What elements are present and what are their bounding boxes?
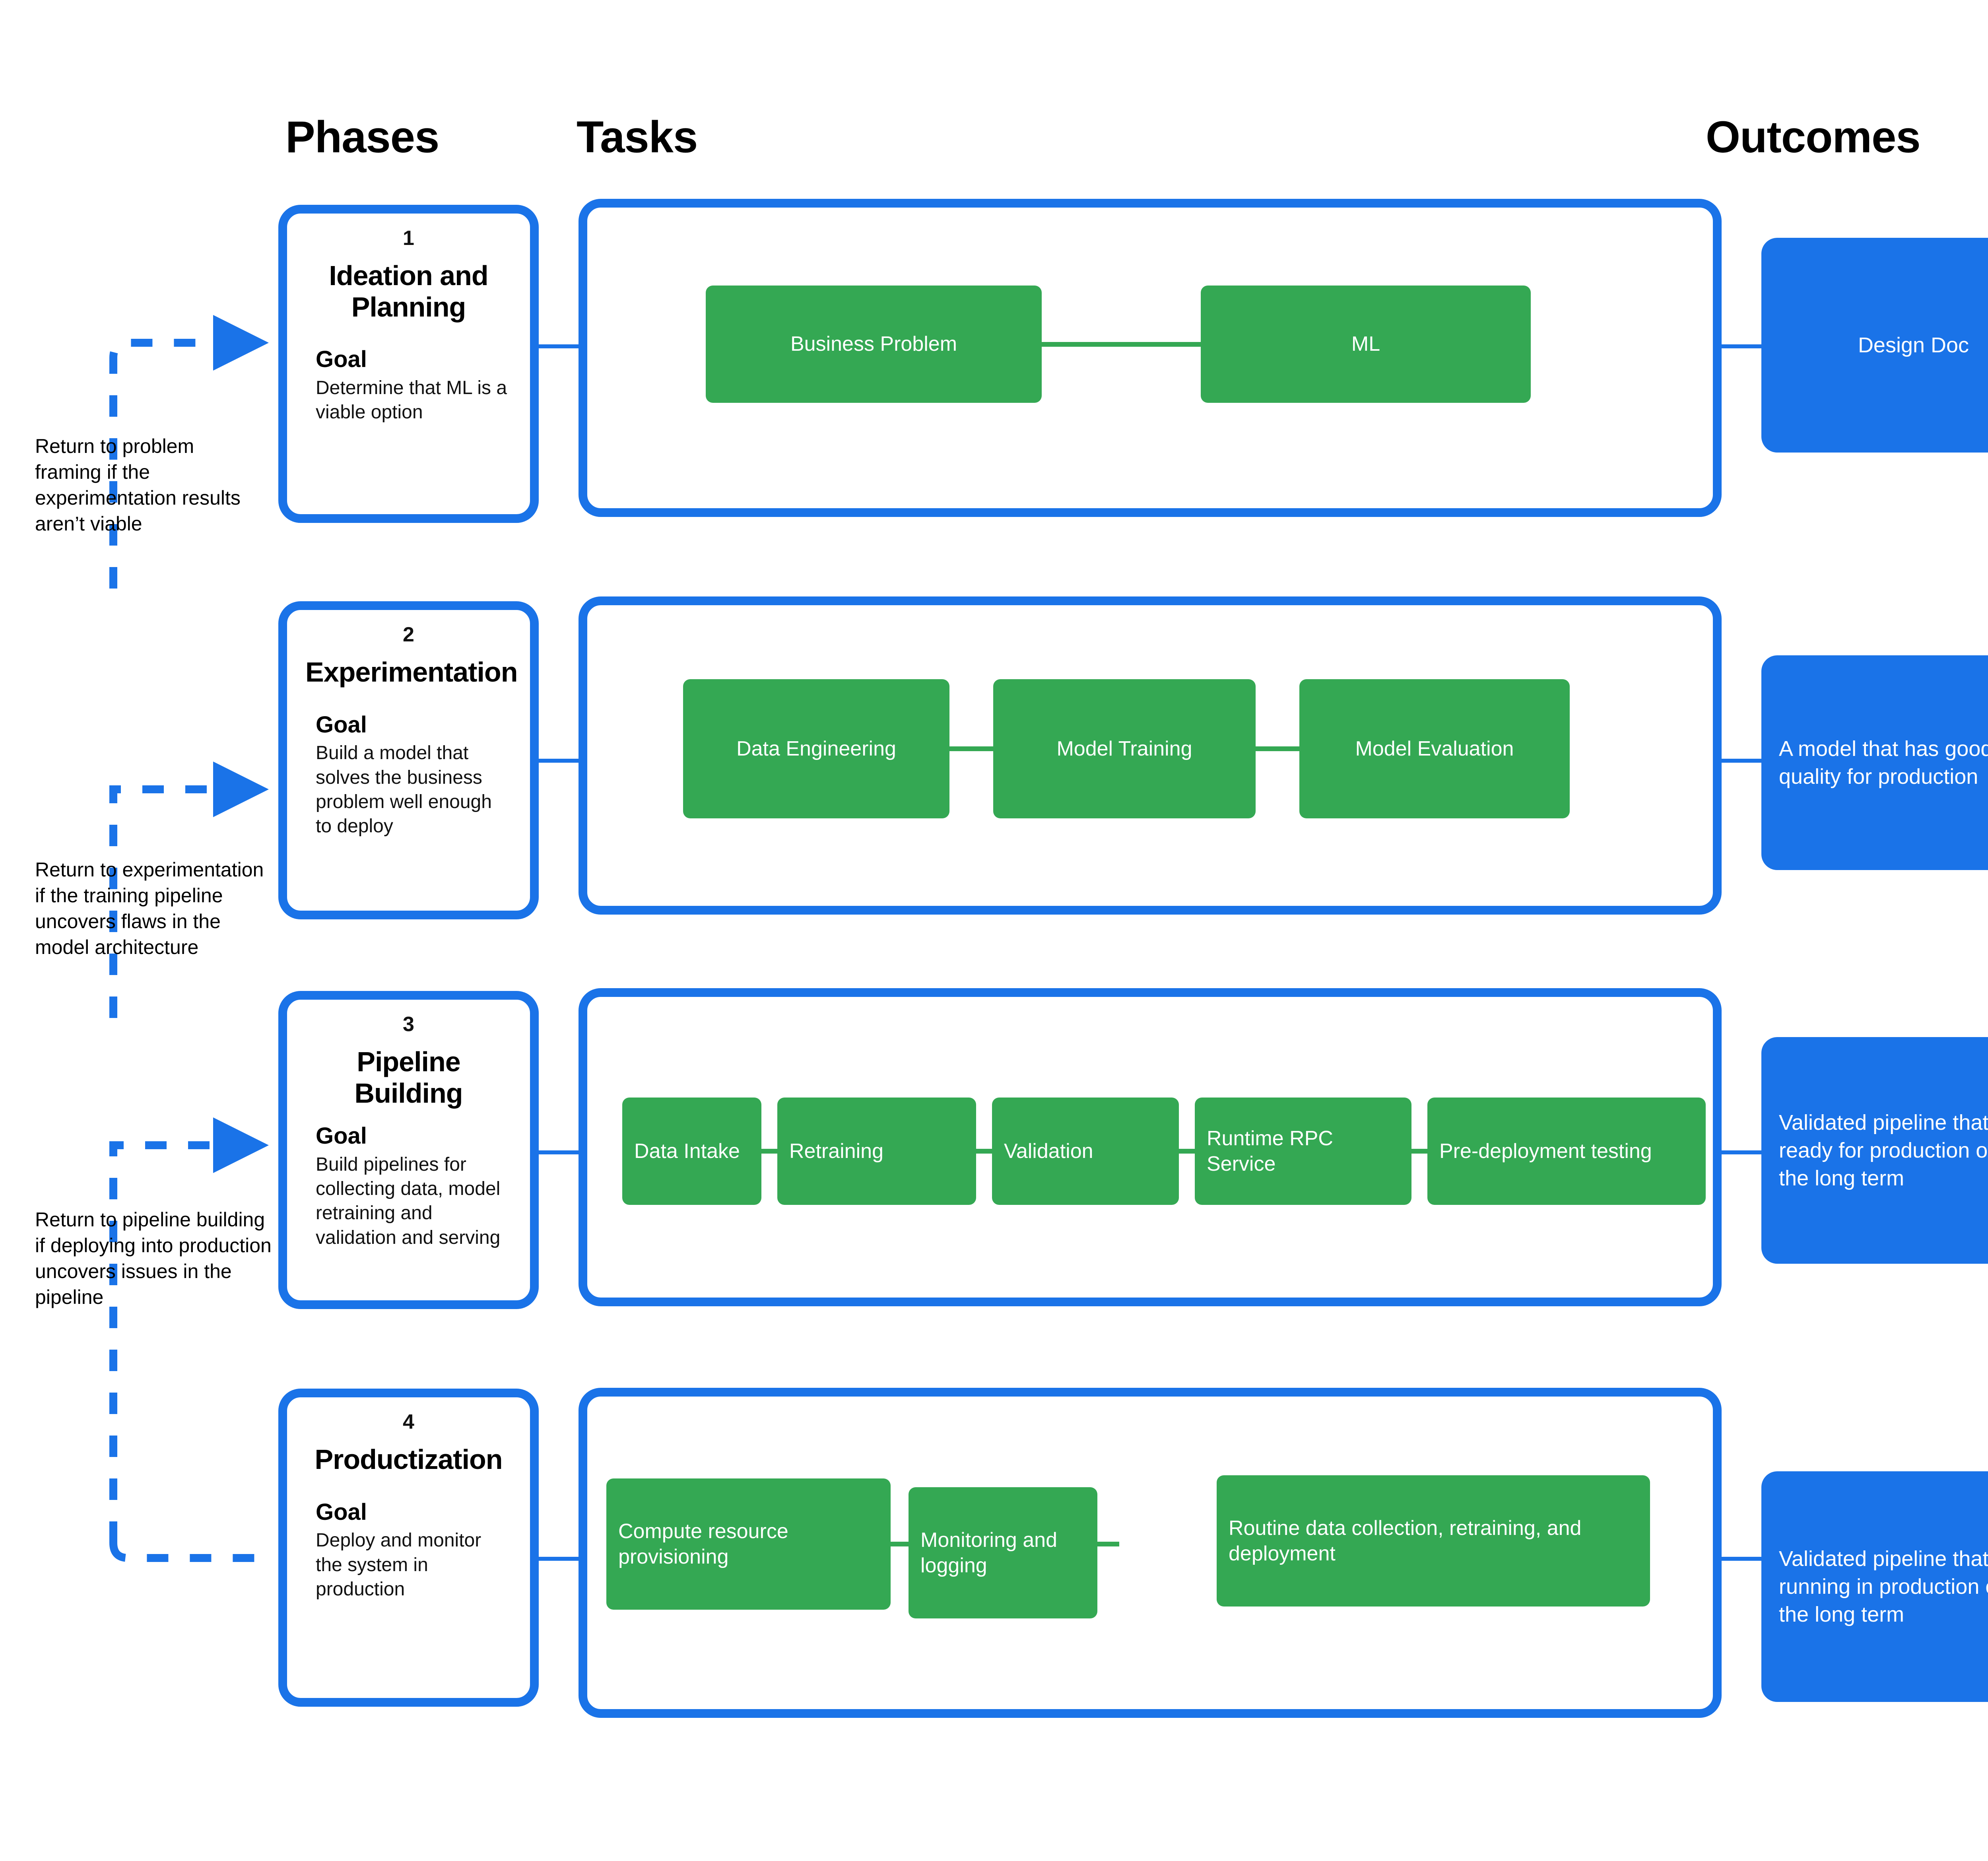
task-connector xyxy=(976,1149,992,1154)
phase-card-2[interactable]: 2 Experimentation Goal Build a model tha… xyxy=(278,601,539,919)
phase-card-3[interactable]: 3 Pipeline Building Goal Build pipelines… xyxy=(278,991,539,1309)
connector-tasks4-outcome xyxy=(1722,1557,1761,1561)
task-box-model-training[interactable]: Model Training xyxy=(993,679,1256,818)
task-box-ml[interactable]: ML xyxy=(1201,286,1531,403)
task-box-runtime-rpc-service[interactable]: Runtime RPC Service xyxy=(1195,1098,1411,1205)
feedback-route-left-3 xyxy=(109,1117,269,1543)
phase-card-1[interactable]: 1 Ideation and Planning Goal Determine t… xyxy=(278,205,539,523)
outcome-box-3[interactable]: Validated pipeline that’s ready for prod… xyxy=(1761,1037,1988,1264)
goal-label: Goal xyxy=(316,1499,367,1525)
task-box-data-intake[interactable]: Data Intake xyxy=(622,1098,761,1205)
connector-tasks3-outcome xyxy=(1722,1150,1761,1154)
connector-phase2-tasks xyxy=(539,759,579,763)
tasks-shell-1 xyxy=(579,199,1722,517)
task-connector xyxy=(761,1149,777,1154)
task-box-validation[interactable]: Validation xyxy=(992,1098,1179,1205)
task-box-compute-resource-provisioning[interactable]: Compute resource provisioning xyxy=(606,1478,891,1610)
goal-label: Goal xyxy=(316,1123,367,1149)
task-label: Data Intake xyxy=(634,1139,740,1163)
task-label: Runtime RPC Service xyxy=(1207,1127,1333,1175)
phase-goal-block: Goal Determine that ML is a viable optio… xyxy=(305,346,512,424)
phase-goal-block: Goal Build pipelines for collecting data… xyxy=(305,1122,512,1250)
feedback-route-left-spine xyxy=(109,1542,274,1562)
task-label: Model Training xyxy=(1056,737,1192,760)
task-label: Model Evaluation xyxy=(1355,737,1514,760)
task-label: Pre-deployment testing xyxy=(1439,1139,1652,1163)
header-tasks: Tasks xyxy=(577,112,698,162)
goal-text: Determine that ML is a viable option xyxy=(316,377,507,423)
task-connector xyxy=(1411,1149,1427,1154)
task-box-routine-data-collection[interactable]: Routine data collection, retraining, and… xyxy=(1217,1475,1650,1607)
task-box-business-problem[interactable]: Business Problem xyxy=(706,286,1042,403)
goal-text: Build pipelines for collecting data, mod… xyxy=(316,1154,501,1248)
header-outcomes: Outcomes xyxy=(1706,112,1921,162)
outcome-box-1[interactable]: Design Doc xyxy=(1761,238,1988,453)
task-label: Data Engineering xyxy=(736,737,896,760)
note-return-to-experimentation: Return to experimentation if the trainin… xyxy=(35,859,264,958)
task-label: Retraining xyxy=(789,1139,884,1163)
phase-number: 4 xyxy=(403,1410,414,1434)
task-label: Validation xyxy=(1004,1139,1093,1163)
connector-tasks2-outcome xyxy=(1722,759,1761,763)
phase-number: 3 xyxy=(403,1013,414,1036)
connector-phase1-tasks xyxy=(539,344,579,348)
task-label: Monitoring and logging xyxy=(920,1528,1057,1577)
outcome-label: Validated pipeline that’s running in pro… xyxy=(1779,1546,1988,1627)
task-connector xyxy=(1097,1542,1119,1546)
task-label: ML xyxy=(1351,332,1380,356)
task-label: Compute resource provisioning xyxy=(618,1519,788,1568)
task-label: Business Problem xyxy=(790,332,957,356)
connector-phase3-tasks xyxy=(539,1150,579,1154)
phase-title: Productization xyxy=(315,1444,503,1475)
task-box-retraining[interactable]: Retraining xyxy=(777,1098,976,1205)
goal-text: Deploy and monitor the system in product… xyxy=(316,1530,481,1600)
outcome-box-4[interactable]: Validated pipeline that’s running in pro… xyxy=(1761,1471,1988,1702)
phase-goal-block: Goal Build a model that solves the busin… xyxy=(305,711,512,839)
phase-title: Pipeline Building xyxy=(354,1046,463,1109)
task-box-monitoring-and-logging[interactable]: Monitoring and logging xyxy=(909,1487,1097,1618)
goal-label: Goal xyxy=(316,346,367,372)
task-box-data-engineering[interactable]: Data Engineering xyxy=(683,679,949,818)
task-connector xyxy=(1179,1149,1195,1154)
phase-goal-block: Goal Deploy and monitor the system in pr… xyxy=(305,1498,512,1602)
task-connector xyxy=(891,1542,909,1546)
task-label: Routine data collection, retraining, and… xyxy=(1229,1516,1582,1565)
task-connector xyxy=(949,746,993,751)
task-box-pre-deployment-testing[interactable]: Pre-deployment testing xyxy=(1427,1098,1706,1205)
connector-tasks1-outcome xyxy=(1722,344,1761,348)
phase-card-4[interactable]: 4 Productization Goal Deploy and monitor… xyxy=(278,1389,539,1707)
phase-number: 1 xyxy=(403,227,414,250)
note-return-to-problem-framing: Return to problem framing if the experim… xyxy=(35,435,241,535)
phase-title: Experimentation xyxy=(305,657,518,688)
connector-phase4-tasks xyxy=(539,1557,579,1561)
note-return-to-pipeline-building: Return to pipeline building if deploying… xyxy=(35,1208,272,1308)
outcome-label: Design Doc xyxy=(1858,333,1969,357)
phase-number: 2 xyxy=(403,623,414,646)
task-connector xyxy=(1042,342,1201,347)
task-box-model-evaluation[interactable]: Model Evaluation xyxy=(1299,679,1570,818)
outcome-label: A model that has good quality for produc… xyxy=(1779,736,1988,789)
task-connector xyxy=(1256,746,1299,751)
outcome-box-2[interactable]: A model that has good quality for produc… xyxy=(1761,655,1988,870)
header-phases: Phases xyxy=(285,112,439,162)
outcome-label: Validated pipeline that’s ready for prod… xyxy=(1779,1110,1988,1191)
goal-label: Goal xyxy=(316,711,367,738)
goal-text: Build a model that solves the business p… xyxy=(316,742,492,837)
phase-title: Ideation and Planning xyxy=(329,260,488,322)
